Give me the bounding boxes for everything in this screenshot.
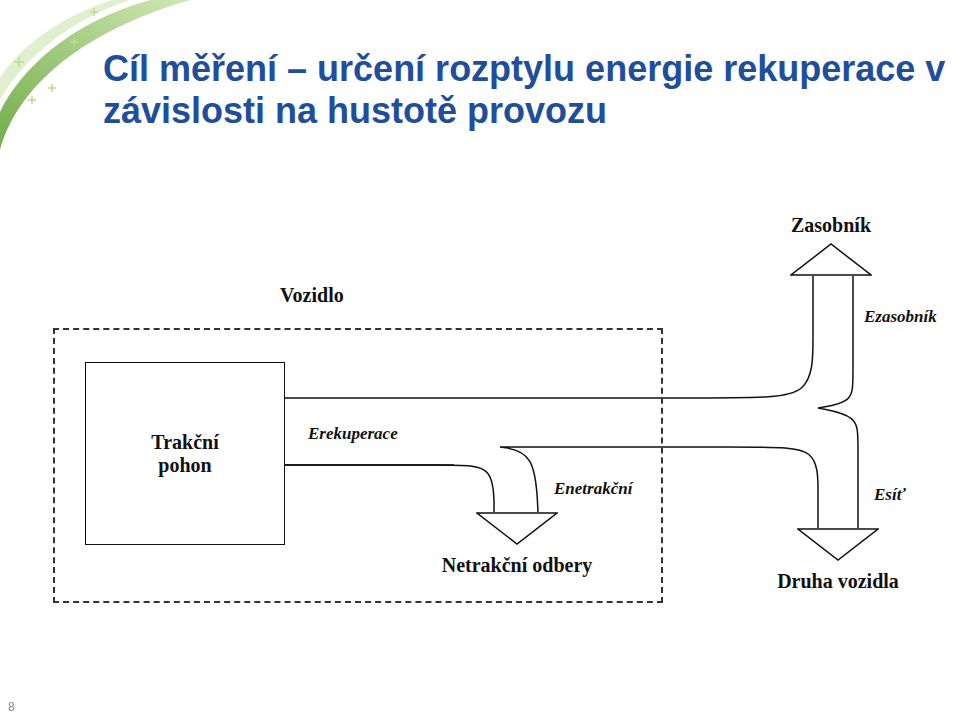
- flow-outline: [818, 276, 858, 528]
- arrow-head-shape: [798, 529, 878, 560]
- sink-arrow: Netrakční odbery: [417, 512, 617, 577]
- group-heading: Vozidlo: [280, 284, 344, 307]
- arrow-head-shape: [477, 513, 557, 544]
- flow-label: Enetrakční: [552, 479, 634, 499]
- slide-number: 8: [8, 700, 15, 714]
- sink-label: Zasobník: [791, 214, 871, 237]
- sink-arrow: Druha vozidla: [738, 528, 938, 593]
- box-label: Trakční pohon: [138, 431, 233, 477]
- energy-flow: [285, 276, 813, 398]
- sink-label: Netrakční odbery: [442, 554, 593, 577]
- arrow-head: [476, 512, 558, 545]
- process-box: Trakční pohon: [85, 362, 285, 545]
- flow-label: Ezasobník: [862, 307, 939, 327]
- sink-arrow: Zasobník: [731, 214, 931, 276]
- plus-marks: [14, 8, 98, 104]
- energy-flow: [285, 465, 494, 512]
- arrow-head: [790, 243, 872, 276]
- vehicle-boundary: VozidloTrakční pohonNetrakční odbery: [53, 328, 663, 603]
- arrow-head-shape: [791, 244, 871, 275]
- arrow-head: [797, 528, 879, 561]
- slide-title: Cíl měření – určení rozptylu energie rek…: [103, 48, 948, 132]
- flow-label: Esíť: [872, 485, 908, 505]
- sink-label: Druha vozidla: [777, 570, 899, 593]
- edge-energy-label: Erekuperace: [306, 424, 400, 444]
